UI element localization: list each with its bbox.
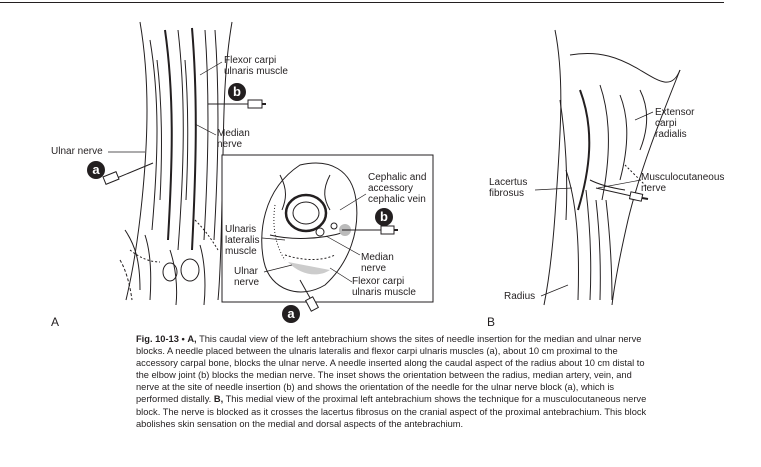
- label-extensor-carpi-radialis: Extensor carpi radialis: [655, 107, 695, 140]
- caption-bullet: •: [181, 334, 185, 344]
- inset-needle-site-a-badge: a: [282, 305, 300, 323]
- inset-needles: [299, 225, 398, 312]
- caption-panel-a-text: This caudal view of the left antebrachiu…: [136, 334, 645, 405]
- needle-site-a-badge: a: [87, 161, 105, 179]
- panel-a-leaders: [108, 61, 223, 153]
- panel-a-letter: A: [51, 315, 60, 329]
- label-median-nerve: Median nerve: [217, 128, 250, 150]
- panel-b-letter: B: [487, 315, 496, 329]
- inset-label-median-nerve: Median nerve: [361, 252, 394, 274]
- caption-panel-a-letter: A,: [187, 334, 197, 344]
- caption-panel-b-text: This medial view of the proximal left an…: [136, 394, 647, 429]
- inset-label-ulnaris-lateralis: Ulnaris lateralis muscle: [225, 224, 260, 257]
- figure-caption: Fig. 10-13 • A, This caudal view of the …: [136, 333, 656, 430]
- inset-cross-section: [261, 162, 358, 293]
- label-radius: Radius: [504, 291, 536, 302]
- panel-a-limb-illustration: [119, 21, 233, 306]
- caption-panel-b-letter: B,: [213, 394, 224, 405]
- label-lacertus-fibrosus: Lacertus fibrosus: [489, 177, 528, 199]
- panel-b-needle: [595, 187, 649, 202]
- label-ulnar-nerve: Ulnar nerve: [51, 146, 103, 157]
- label-flexor-carpi-ulnaris-muscle: Flexor carpi ulnaris muscle: [224, 55, 288, 77]
- figure-artwork: [102, 21, 681, 312]
- caption-fig-number: Fig. 10-13: [136, 334, 179, 344]
- label-musculocutaneous-nerve: Musculocutaneous nerve: [641, 172, 725, 194]
- panel-b-leaders: [534, 111, 654, 297]
- inset-label-cephalic-vein: Cephalic and accessory cephalic vein: [368, 172, 427, 205]
- inset-label-ulnar-nerve: Ulnar nerve: [234, 266, 260, 288]
- panel-a-needles: [102, 99, 266, 185]
- inset-leaders: [261, 193, 367, 283]
- inset-needle-site-b-badge: b: [375, 208, 393, 226]
- top-rule: [0, 2, 724, 3]
- panel-b-limb-illustration: [543, 29, 681, 306]
- inset-label-flexor-carpi-ulnaris: Flexor carpi ulnaris muscle: [352, 276, 416, 298]
- needle-site-b-badge: b: [228, 83, 246, 101]
